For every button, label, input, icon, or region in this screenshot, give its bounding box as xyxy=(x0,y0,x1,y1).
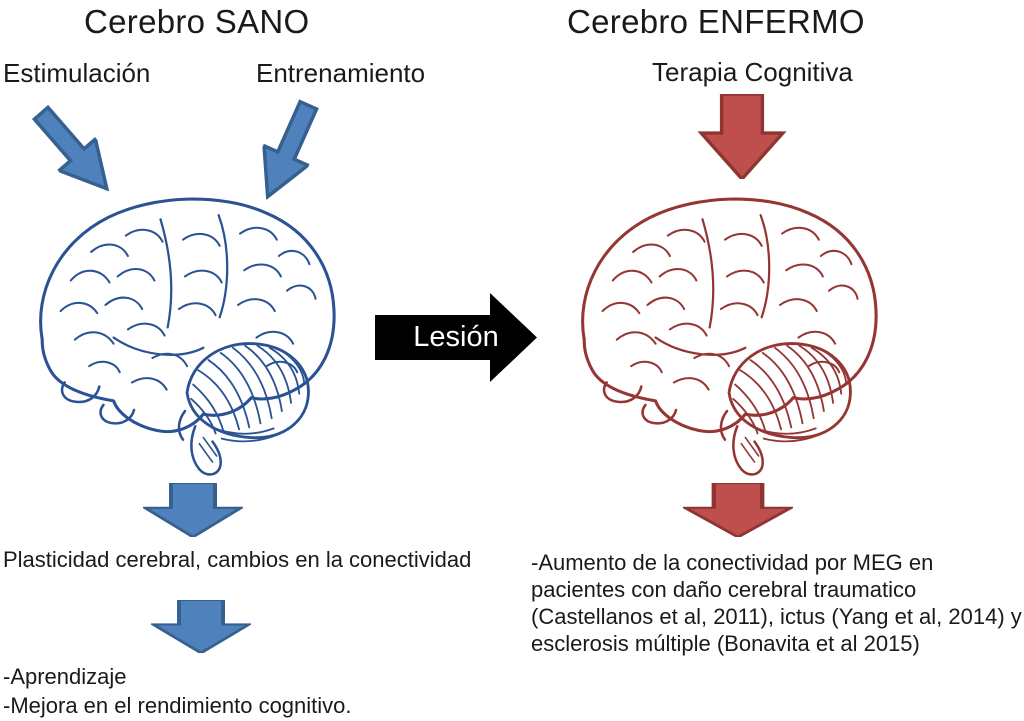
training-label: Entrenamiento xyxy=(256,58,426,88)
healthy-outcomes-text: -Aprendizaje -Mejora en el rendimiento c… xyxy=(3,662,352,720)
training-arrow-icon xyxy=(236,98,340,204)
plasticity-arrow-icon xyxy=(143,483,243,537)
healthy-result-text: Plasticidad cerebral, cambios en la cone… xyxy=(3,547,472,572)
healthy-brain-illustration xyxy=(32,186,338,478)
cognitive-therapy-label: Terapia Cognitiva xyxy=(652,57,853,87)
stimulation-arrow-icon xyxy=(22,98,126,204)
lesion-arrow-icon xyxy=(375,293,537,382)
therapy-arrow-icon xyxy=(697,94,787,179)
diseased-result-line-2: pacientes con daño cerebral traumatico xyxy=(531,577,917,602)
stimulation-label: Estimulación xyxy=(3,58,151,88)
diseased-brain-illustration xyxy=(574,186,880,478)
healthy-outcome-line-1: -Aprendizaje xyxy=(3,664,127,689)
meg-result-arrow-icon xyxy=(683,483,793,537)
diseased-result-line-3: (Castellanos et al, 2011), ictus (Yang e… xyxy=(531,604,1022,629)
healthy-brain-title: Cerebro SANO xyxy=(84,3,310,40)
diseased-brain-title: Cerebro ENFERMO xyxy=(567,3,865,40)
diseased-result-text: -Aumento de la conectividad por MEG en p… xyxy=(531,549,1022,657)
healthy-outcome-line-2: -Mejora en el rendimiento cognitivo. xyxy=(3,693,352,718)
diseased-result-line-4: esclerosis múltiple (Bonavita et al 2015… xyxy=(531,631,920,656)
lesion-label: Lesión xyxy=(413,320,499,353)
diseased-result-line-1: -Aumento de la conectividad por MEG en xyxy=(531,550,934,575)
learning-arrow-icon xyxy=(151,600,251,653)
